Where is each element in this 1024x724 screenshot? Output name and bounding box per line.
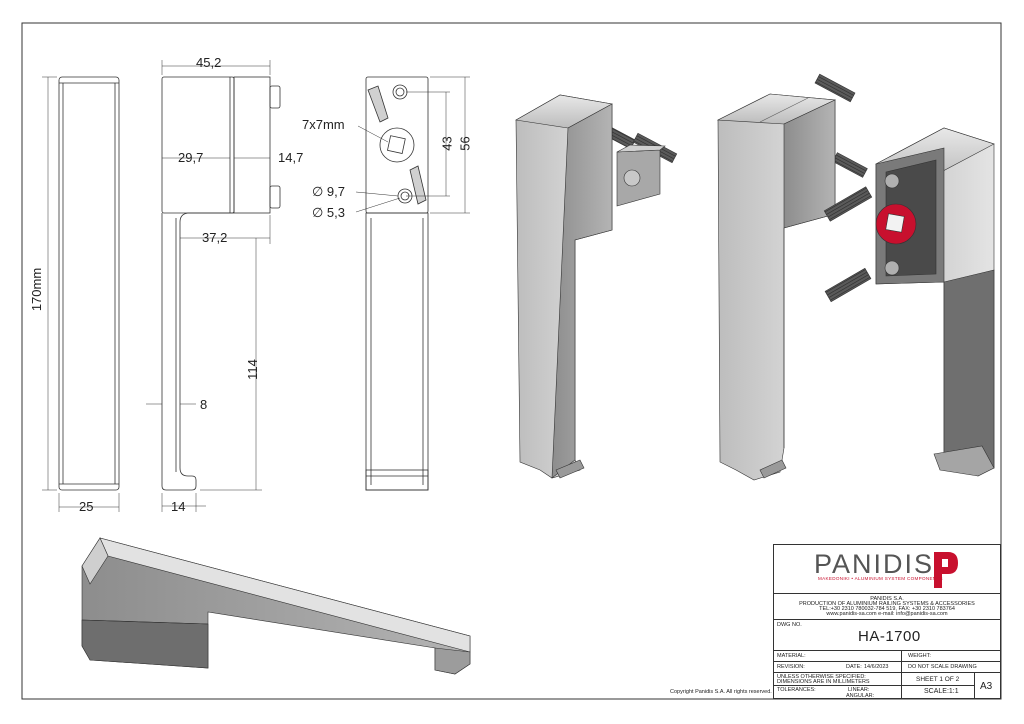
dim-25: 25 <box>79 499 94 514</box>
company-line3: TEL:+30 2310 780032-784 519, FAX: +30 23… <box>819 606 955 612</box>
brand-tagline: MAKEDONIKI • ALUMINIUM SYSTEM COMPONENTS <box>818 576 943 581</box>
iso-view-front <box>515 94 678 479</box>
brand-logo-text: PANIDIS <box>814 549 935 579</box>
iso-view-side <box>716 73 868 481</box>
linear-label: LINEAR: <box>848 687 870 693</box>
copyright-notice: Copyright Panidis S.A. All rights reserv… <box>670 689 772 695</box>
weight-label: WEIGHT: <box>908 653 931 659</box>
side-view <box>146 60 281 512</box>
iso-view-lying <box>81 537 471 675</box>
tolerances-label: TOLERANCES: <box>777 687 816 693</box>
dwg-no-label: DWG NO. <box>777 622 802 628</box>
unless-note-1: UNLESS OTHERWISE SPECIFIED: <box>777 674 866 680</box>
revision-label: REVISION: <box>777 664 805 670</box>
sheet-size: A3 <box>980 681 993 692</box>
company-line2: PRODUCTION OF ALUMINIUM RAILING SYSTEMS … <box>799 601 975 607</box>
dim-14: 14 <box>171 499 186 514</box>
dim-29-7: 29,7 <box>178 150 204 165</box>
dim-dia-9-7: ∅ 9,7 <box>312 184 346 199</box>
angular-label: ANGULAR: <box>846 693 875 699</box>
title-block: PANIDIS MAKEDONIKI • ALUMINIUM SYSTEM CO… <box>773 544 1001 699</box>
date-label: DATE: <box>846 664 862 670</box>
dim-37-2: 37,2 <box>202 230 228 245</box>
sheet-label: SHEET 1 OF 2 <box>916 676 960 683</box>
company-line4: www.panidis-sa.com e-mail: info@panidis-… <box>826 611 948 617</box>
iso-view-back <box>823 127 995 477</box>
dim-dia-5-3: ∅ 5,3 <box>312 205 346 220</box>
dim-56: 56 <box>457 136 473 151</box>
dim-8: 8 <box>200 397 208 412</box>
back-view <box>355 76 470 491</box>
dim-43: 43 <box>439 136 455 151</box>
front-view <box>42 76 120 512</box>
dim-45-2: 45,2 <box>196 55 222 70</box>
material-label: MATERIAL: <box>777 653 806 659</box>
sheet-border <box>21 22 1002 700</box>
brand-logo-mark <box>934 552 958 588</box>
date-value: 14/6/2023 <box>864 664 889 670</box>
dim-14-7: 14,7 <box>278 150 304 165</box>
dim-7x7: 7x7mm <box>302 117 345 132</box>
do-not-scale: DO NOT SCALE DRAWING <box>908 664 977 670</box>
dim-170: 170mm <box>29 267 45 312</box>
dwg-number: HA-1700 <box>858 628 921 645</box>
company-name: PANIDIS S.A. <box>870 596 904 602</box>
unless-note-2: DIMENSIONS ARE IN MILLIMETERS <box>777 679 870 685</box>
dim-114: 114 <box>244 359 260 380</box>
scale-label: SCALE:1:1 <box>924 688 959 695</box>
